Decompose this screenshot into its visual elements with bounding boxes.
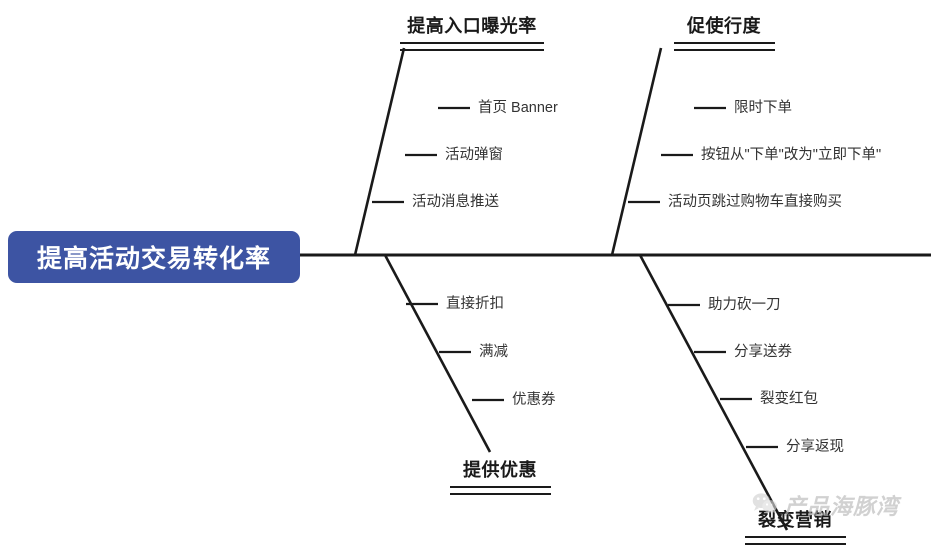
category-underline [400, 42, 544, 51]
category-underline [744, 536, 846, 545]
category-header-entrance-exposure[interactable]: 提高入口曝光率 [272, 14, 672, 51]
cause-label[interactable]: 首页 Banner [478, 100, 558, 116]
category-label: 促使行度 [687, 16, 761, 36]
cause-label[interactable]: 活动弹窗 [445, 147, 503, 163]
cause-label[interactable]: 直接折扣 [446, 296, 504, 312]
category-bone-fission-marketing [638, 254, 789, 531]
wechat-icon [752, 492, 778, 519]
category-label: 提高入口曝光率 [407, 16, 537, 36]
category-label: 裂变营销 [758, 510, 832, 530]
category-header-offer-discount[interactable]: 提供优惠 [300, 458, 700, 495]
cause-label[interactable]: 满减 [479, 344, 508, 360]
category-header-fission-marketing[interactable]: 裂变营销 [595, 508, 937, 545]
cause-label[interactable]: 活动页跳过购物车直接购买 [668, 194, 842, 210]
effect-box[interactable]: 提高活动交易转化率 [8, 231, 300, 283]
category-bone-drive-action [610, 47, 663, 256]
cause-label[interactable]: 按钮从"下单"改为"立即下单" [701, 147, 882, 163]
category-underline [673, 42, 775, 51]
cause-label[interactable]: 限时下单 [734, 100, 792, 116]
cause-label[interactable]: 优惠券 [512, 392, 556, 408]
category-header-drive-action[interactable]: 促使行度 [524, 14, 924, 51]
category-bone-offer-discount [383, 254, 492, 453]
cause-label[interactable]: 分享返现 [786, 439, 844, 455]
cause-label[interactable]: 助力砍一刀 [708, 297, 781, 313]
watermark-text: 产品海豚湾 [784, 494, 900, 519]
cause-label[interactable]: 活动消息推送 [412, 194, 499, 210]
cause-label[interactable]: 裂变红包 [760, 391, 818, 407]
cause-label[interactable]: 分享送券 [734, 344, 792, 360]
category-underline [449, 486, 551, 495]
category-label: 提供优惠 [463, 460, 537, 480]
watermark: 产品海豚湾 [752, 489, 899, 521]
effect-label: 提高活动交易转化率 [36, 245, 271, 273]
category-bone-entrance-exposure [353, 47, 406, 256]
